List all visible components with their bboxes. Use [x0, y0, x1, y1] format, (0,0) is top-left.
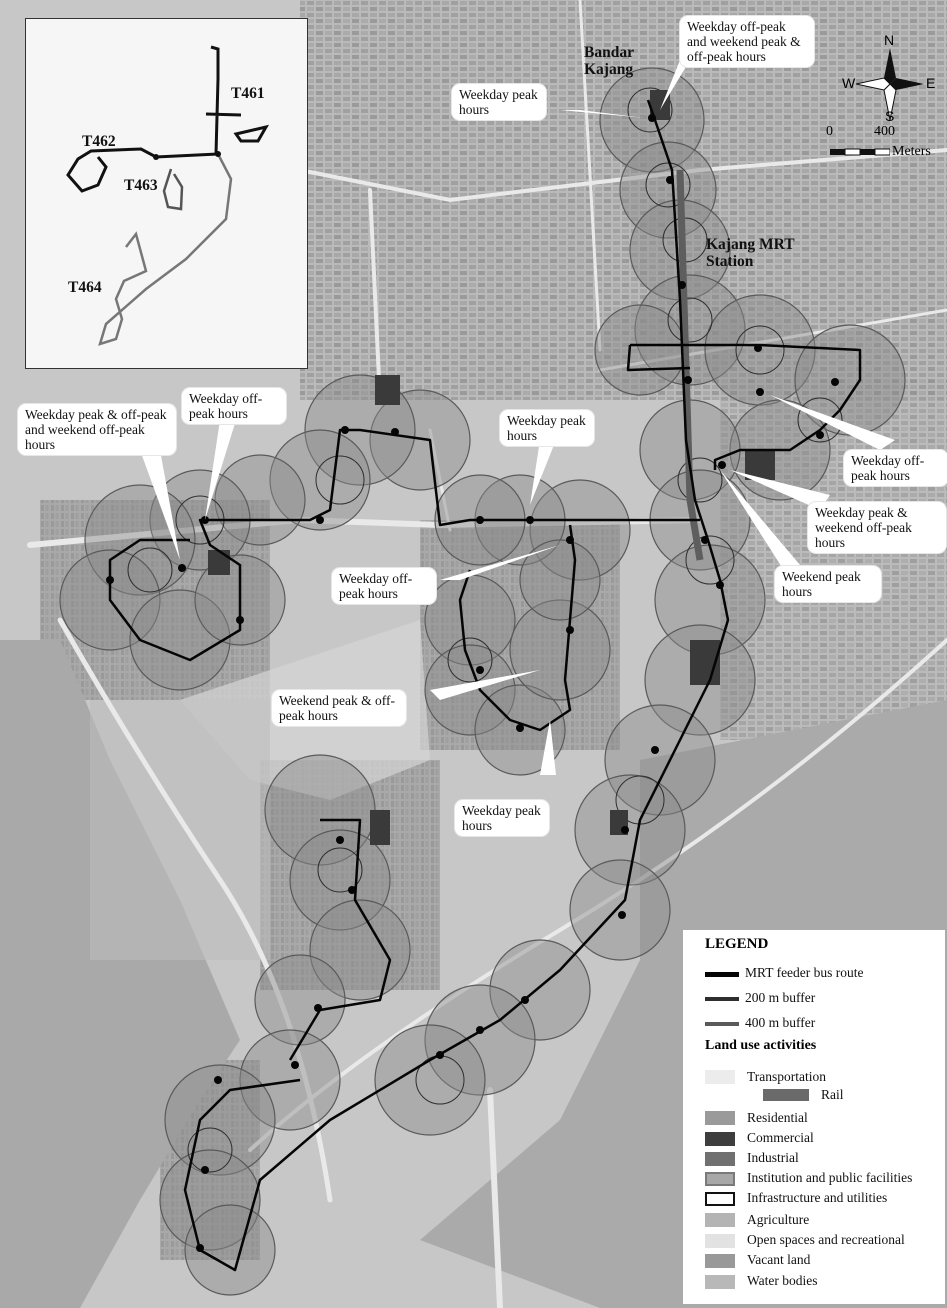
legend-label-transportation: Transportation [747, 1069, 827, 1084]
callout-pointers [140, 60, 895, 775]
legend-label-institution: Institution and public facilities [747, 1170, 913, 1185]
legend-route-swatch [705, 972, 739, 977]
scale-bar: 0 400 Meters [826, 124, 946, 164]
legend-swatch-open-spaces [705, 1234, 735, 1248]
route-inset-map: T461 T462 T463 T464 [25, 18, 308, 369]
legend-landuse-title: Land use activities [705, 1038, 817, 1053]
legend-swatch-infrastructure [705, 1192, 735, 1206]
callout-weekday-offpeak-west: Weekday off-peak hours [182, 388, 286, 424]
callout-weekday-peak-central: Weekday peak hours [500, 410, 594, 446]
mrt-rail [676, 169, 704, 561]
label-kajang-mrt-station: Kajang MRT Station [706, 236, 795, 270]
route-label-t464: T464 [68, 279, 102, 296]
legend-swatch-industrial [705, 1152, 735, 1166]
callout-weekday-peak-south: Weekday peak hours [455, 800, 549, 836]
compass-n: N [884, 32, 895, 48]
legend-label-commercial: Commercial [747, 1130, 814, 1145]
roads [27, 0, 947, 1308]
callout-weekend-peak: Weekend peak hours [775, 566, 881, 602]
legend-swatch-commercial [705, 1132, 735, 1146]
route-label-t461: T461 [231, 85, 265, 102]
route-t462-path [66, 147, 219, 193]
buffer-400m [59, 67, 906, 1296]
legend-swatch-rail [763, 1089, 809, 1101]
compass-s: S [885, 108, 895, 124]
legend-title: LEGEND [705, 936, 769, 952]
inset-routes [66, 45, 270, 346]
legend-buffer400-swatch [705, 1022, 739, 1026]
legend-swatch-agriculture [705, 1213, 735, 1227]
compass-e: E [926, 75, 936, 91]
legend-buffer200-swatch [705, 997, 739, 1001]
legend-label-vacant: Vacant land [747, 1252, 811, 1267]
urban-blocks-north [300, 0, 947, 400]
legend-label-industrial: Industrial [747, 1150, 799, 1165]
bus-stops [106, 114, 839, 1252]
route-label-t463: T463 [124, 177, 158, 194]
scale-max: 400 [874, 124, 895, 139]
route-t463-path [162, 168, 184, 211]
legend-swatch-vacant [705, 1254, 735, 1268]
legend-swatch-residential [705, 1111, 735, 1125]
callout-weekday-peak-offpeak-weekend: Weekday peak & off-peak and weekend off-… [18, 404, 176, 455]
legend-buffer200-label: 200 m buffer [745, 990, 816, 1005]
legend-label-open-spaces: Open spaces and recreational [747, 1232, 905, 1247]
route-t461-path [205, 45, 270, 155]
callout-weekday-offpeak-central: Weekday off-peak hours [332, 568, 436, 604]
legend-label-residential: Residential [747, 1110, 808, 1125]
scale-unit: Meters [892, 144, 931, 159]
legend-label-rail: Rail [821, 1087, 844, 1102]
legend-swatch-institution [705, 1172, 735, 1186]
open-space-west [0, 640, 240, 1308]
route-t464-path [98, 153, 233, 346]
callout-weekday-peak-weekend-offpeak: Weekday peak & weekend off-peak hours [808, 502, 946, 553]
route-label-t462: T462 [82, 133, 116, 150]
legend-buffer400-label: 400 m buffer [745, 1015, 816, 1030]
north-arrow: N S W E [840, 32, 940, 128]
legend-label-infrastructure: Infrastructure and utilities [747, 1190, 888, 1205]
callout-weekday-peak-north: Weekday peak hours [452, 84, 546, 120]
callout-weekday-offpeak-weekend: Weekday off-peak and weekend peak & off-… [680, 16, 814, 67]
callout-weekday-offpeak-east: Weekday off-peak hours [844, 450, 947, 486]
callout-weekend-peak-offpeak: Weekend peak & off-peak hours [272, 690, 406, 726]
compass-w: W [842, 75, 856, 91]
urban-blocks-east [720, 380, 947, 740]
map-legend: LEGEND MRT feeder bus route 200 m buffer… [683, 930, 945, 1304]
legend-swatch-water [705, 1275, 735, 1289]
label-bandar-kajang: Bandar Kajang [584, 44, 634, 78]
scale-zero: 0 [826, 124, 833, 139]
legend-label-agriculture: Agriculture [747, 1212, 810, 1227]
legend-route-label: MRT feeder bus route [745, 965, 864, 980]
scale-bar-graphic [830, 148, 890, 156]
compass-rose-icon [855, 48, 924, 121]
legend-swatch-transportation [705, 1070, 735, 1084]
legend-label-water: Water bodies [747, 1273, 818, 1288]
